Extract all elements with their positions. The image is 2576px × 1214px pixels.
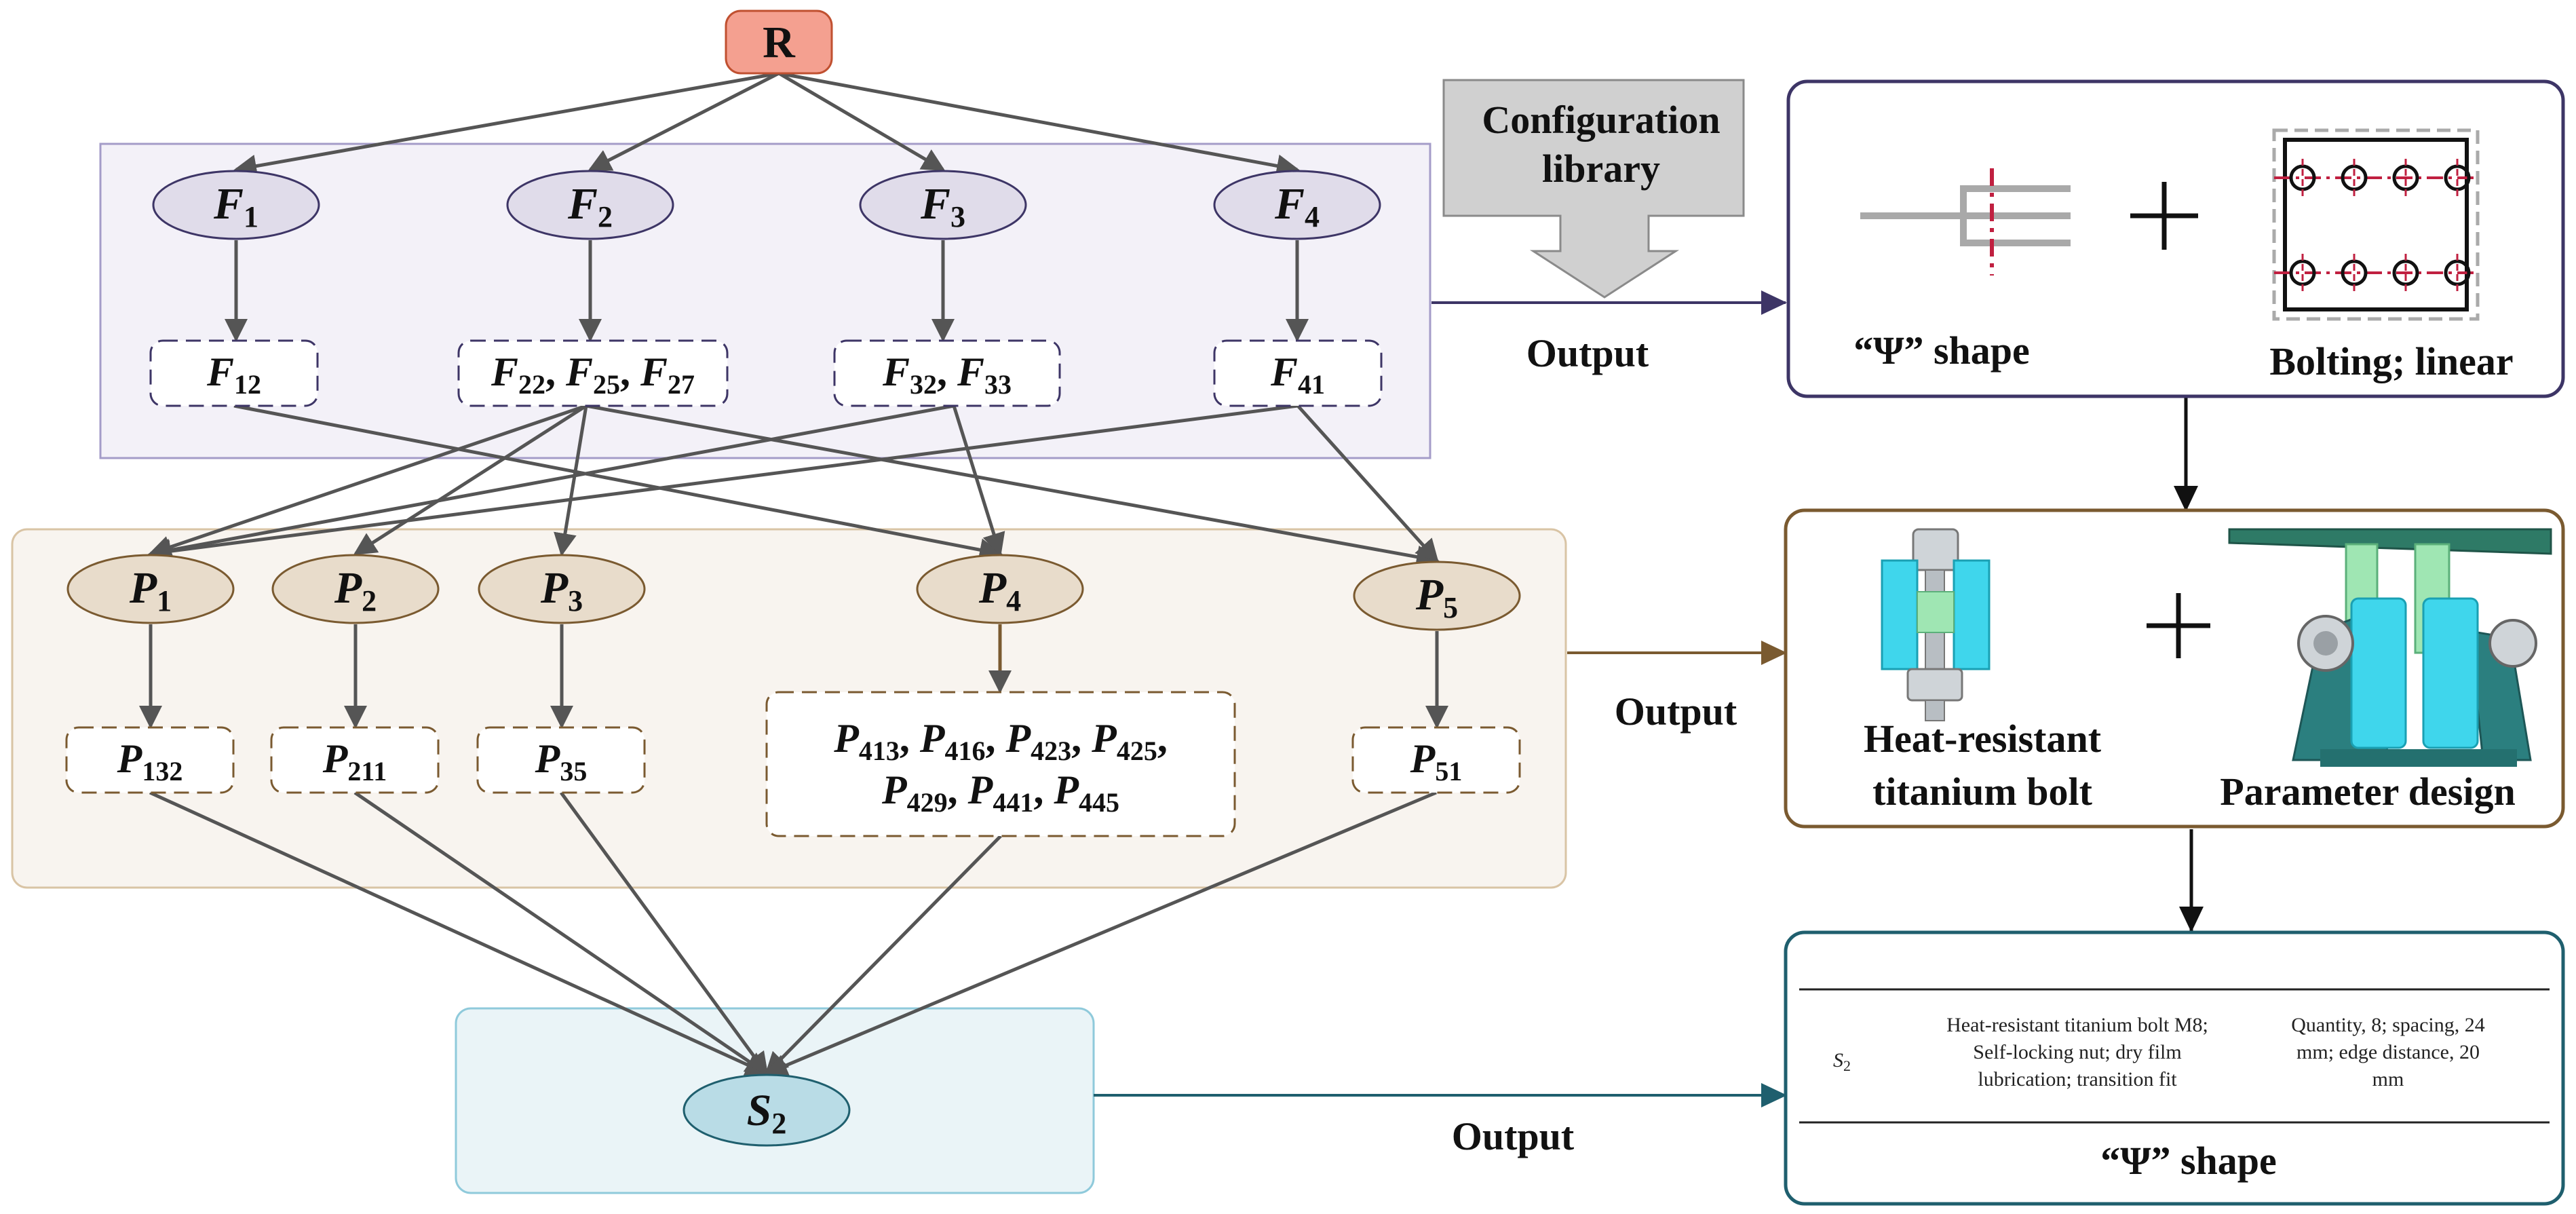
detail-label: P211 (322, 736, 387, 786)
principle-detail-5: P51 (1351, 726, 1521, 794)
function-node-4: F4 (1213, 170, 1381, 240)
edge (765, 835, 1002, 1076)
parameter-design-icon (2228, 528, 2552, 767)
edges-layer (139, 71, 1448, 1077)
function-node-1: F1 (152, 170, 320, 240)
titanium-bolt-icon (1881, 528, 1991, 721)
principle-node-5: P5 (1353, 561, 1521, 631)
solution-node: S2 (683, 1074, 851, 1147)
detail-label: F32, F33 (882, 349, 1012, 400)
root-label: R (763, 18, 796, 67)
edge (148, 404, 955, 562)
detail-label: P132 (117, 736, 183, 786)
function-detail-4: F41 (1213, 339, 1383, 407)
edge (353, 404, 588, 556)
table-row-label: S2 (1833, 1049, 1851, 1074)
function-node-label: F1 (213, 179, 258, 233)
psi-shape-icon (1860, 185, 2071, 246)
function-node-label: F4 (1274, 179, 1320, 233)
output-label-2: Output (1615, 689, 1737, 734)
table-cell-layout-line1: Quantity, 8; spacing, 24 (2291, 1014, 2485, 1036)
edge (588, 71, 780, 172)
detail-label: P413, P416, P423, P425, (833, 716, 1168, 766)
principle-node-label: P1 (129, 563, 172, 618)
output-panel-solution: S2 Heat-resistant titanium bolt M8; Self… (1784, 930, 2565, 1206)
panel2-left-caption-line1: Heat-resistant (1864, 717, 2102, 761)
principle-detail-2: P211 (270, 726, 440, 794)
detail-label: P35 (535, 736, 588, 786)
solution-main: S (747, 1086, 772, 1135)
principle-detail-4: P413, P416, P423, P425,P429, P441, P445 (765, 691, 1236, 837)
edge (353, 791, 769, 1076)
detail-label: F41 (1270, 349, 1325, 400)
edge (952, 405, 1005, 556)
detail-label: P429, P441, P445 (881, 767, 1119, 818)
principle-detail-3: P35 (476, 726, 646, 794)
principle-node-1: P1 (66, 554, 235, 624)
table-cell-layout-line3: mm (2372, 1068, 2404, 1090)
detail-label: P51 (1410, 736, 1463, 786)
panel2-left-caption-line2: titanium bolt (1872, 770, 2093, 814)
output-label-1: Output (1526, 331, 1649, 375)
principle-node-3: P3 (478, 554, 646, 624)
function-band (99, 143, 1431, 459)
function-node-label: F3 (920, 179, 965, 233)
output-panel-principle: Heat-resistant titanium bolt Parameter d… (1784, 508, 2565, 829)
plus-icon (2147, 593, 2210, 658)
panel1-right-caption: Bolting; linear (2269, 339, 2513, 383)
table-cell-fastener-line3: lubrication; transition fit (1978, 1068, 2177, 1090)
config-library-line1: Configuration (1482, 98, 1720, 142)
detail-label: F22, F25, F27 (491, 349, 695, 400)
principle-node-label: P4 (978, 563, 1021, 618)
principle-node-4: P4 (916, 554, 1084, 624)
edge (554, 405, 588, 556)
root-node: R (725, 10, 833, 75)
principle-node-2: P2 (271, 554, 440, 624)
function-detail-3: F32, F33 (833, 339, 1061, 407)
principle-node-label: P3 (540, 563, 583, 618)
svg-text:S2: S2 (747, 1086, 787, 1140)
configuration-library: Configuration library (1442, 79, 1745, 299)
solution-sub: 2 (771, 1107, 786, 1140)
table-cell-fastener-line1: Heat-resistant titanium bolt M8; (1946, 1014, 2208, 1036)
panel2-right-caption: Parameter design (2220, 770, 2515, 814)
table-cell-fastener-line2: Self-locking nut; dry film (1973, 1041, 2181, 1063)
function-node-label: F2 (567, 179, 613, 233)
principle-detail-1: P132 (65, 726, 235, 794)
plus-icon (2130, 182, 2198, 250)
edge (764, 791, 1437, 1077)
output-label-3: Output (1452, 1114, 1575, 1158)
edge (1296, 404, 1439, 563)
edge (778, 71, 1300, 178)
detail-label: F12 (206, 349, 261, 400)
edge (559, 791, 769, 1076)
function-node-3: F3 (859, 170, 1027, 240)
bolting-linear-icon (2272, 128, 2480, 321)
edge (148, 404, 1299, 563)
edge (777, 71, 946, 172)
function-detail-2: F22, F25, F27 (457, 339, 729, 407)
principle-node-label: P2 (334, 563, 377, 618)
table-cell-layout-line2: mm; edge distance, 20 (2296, 1041, 2480, 1063)
function-node-2: F2 (506, 170, 674, 240)
edge (233, 71, 780, 178)
output-panel-structure: “Ψ” shape Bolting; linear (1786, 79, 2565, 398)
panel1-left-caption: “Ψ” shape (1853, 328, 2030, 373)
edge (233, 404, 1003, 562)
edge (585, 404, 1440, 569)
panel3-caption: “Ψ” shape (2100, 1139, 2277, 1183)
function-detail-1: F12 (149, 339, 319, 407)
edge (148, 404, 587, 558)
config-library-line2: library (1542, 147, 1660, 191)
principle-node-label: P5 (1415, 570, 1458, 624)
edge (149, 791, 769, 1076)
